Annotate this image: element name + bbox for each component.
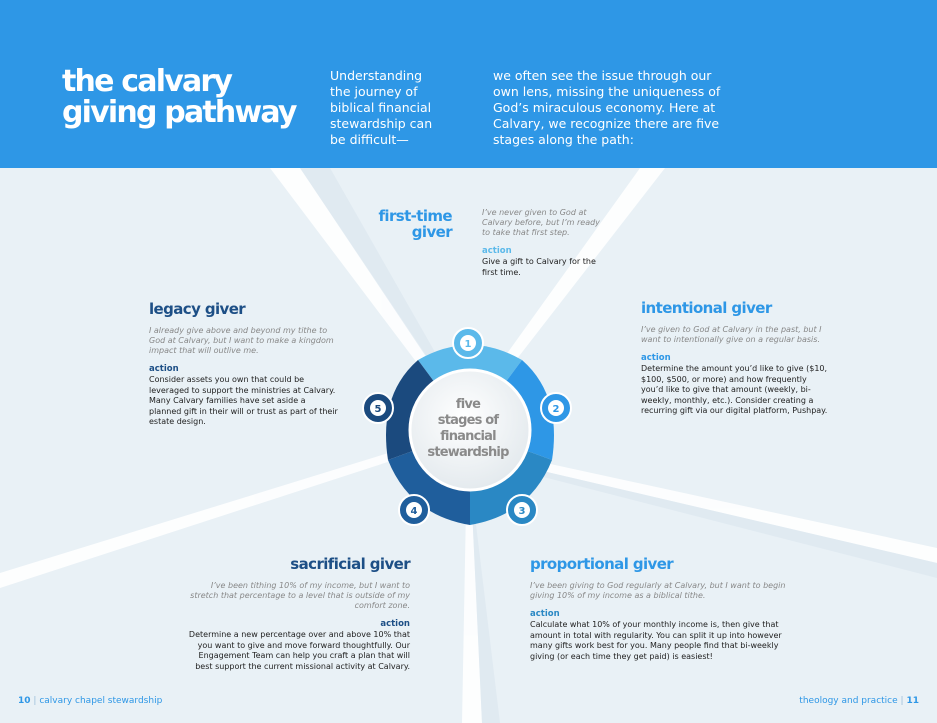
intro-text-left: Understanding the journey of biblical fi… — [330, 68, 433, 147]
badge-2-number: 2 — [553, 404, 560, 415]
center-line-4: stewardship — [427, 445, 509, 460]
stage-5-title: legacy giver — [149, 300, 246, 318]
stage-5-quote: I already give above and beyond my tithe… — [149, 326, 334, 355]
ray-left — [0, 450, 400, 588]
intro-text-right: we often see the issue through our own l… — [493, 68, 721, 147]
background-rays — [0, 168, 937, 723]
stage-4-action: Determine a new percentage over and abov… — [188, 630, 410, 671]
stage-1-action: Give a gift to Calvary for the first tim… — [482, 257, 596, 277]
ray-bottom — [462, 508, 482, 723]
stage-4-quote: I’ve been tithing 10% of my income, but … — [190, 581, 410, 610]
stage-3-title: proportional giver — [530, 555, 674, 573]
center-line-1: five — [456, 397, 481, 412]
center-line-2: stages of — [438, 413, 500, 428]
ray-right — [530, 460, 937, 563]
stage-3-quote: I’ve been giving to God regularly at Cal… — [530, 581, 786, 600]
badge-5-number: 5 — [375, 404, 382, 415]
five-stages-diagram: five stages of financial stewardship 1 2… — [362, 327, 572, 526]
footer-right: theology and practice | 11 — [799, 696, 919, 706]
stage-5-action: Consider assets you own that could be le… — [149, 375, 338, 426]
badge-3: 3 — [506, 494, 538, 526]
badge-3-number: 3 — [519, 506, 526, 517]
badge-5: 5 — [362, 392, 394, 424]
stage-5-action-label: action — [149, 364, 179, 374]
footer-left-text: calvary chapel stewardship — [39, 696, 163, 706]
ray-top-right — [478, 168, 665, 400]
footer-left-page: 10 — [18, 696, 31, 706]
page-title: the calvary giving pathway — [62, 64, 297, 130]
header-banner — [0, 0, 937, 168]
stage-3-action: Calculate what 10% of your monthly incom… — [530, 620, 782, 661]
stage-1-quote: I’ve never given to God at Calvary befor… — [482, 208, 600, 237]
badge-4: 4 — [398, 494, 430, 526]
stage-intentional: intentional giver I’ve given to God at C… — [641, 300, 831, 417]
stage-proportional: proportional giver I’ve been giving to G… — [530, 556, 798, 662]
badge-1-number: 1 — [465, 339, 472, 350]
badge-1: 1 — [452, 327, 484, 359]
stage-legacy: legacy giver I already give above and be… — [149, 301, 339, 428]
stage-sacrificial: sacrificial giver I’ve been tithing 10% … — [186, 555, 411, 672]
footer-left-separator: | — [33, 696, 37, 706]
badge-2: 2 — [540, 392, 572, 424]
stage-2-quote: I’ve given to God at Calvary in the past… — [641, 325, 822, 344]
stage-4-action-label: action — [380, 619, 410, 629]
stage-first-time-details: I’ve never given to God at Calvary befor… — [482, 208, 602, 278]
badge-4-number: 4 — [411, 506, 418, 517]
footer-left: 10 | calvary chapel stewardship — [18, 696, 162, 706]
footer-right-text: theology and practice — [799, 696, 898, 706]
footer-right-separator: | — [900, 696, 904, 706]
stage-2-title: intentional giver — [641, 299, 772, 317]
center-circle — [408, 368, 532, 492]
footer-right-page: 11 — [906, 696, 919, 706]
stage-1-action-label: action — [482, 246, 512, 256]
stage-4-title: sacrificial giver — [290, 555, 410, 573]
stage-2-action-label: action — [641, 353, 671, 363]
ray-top-left — [270, 168, 455, 404]
stage-2-action: Determine the amount you’d like to give … — [641, 364, 828, 415]
stage-3-action-label: action — [530, 609, 560, 619]
center-line-3: financial — [440, 429, 496, 444]
